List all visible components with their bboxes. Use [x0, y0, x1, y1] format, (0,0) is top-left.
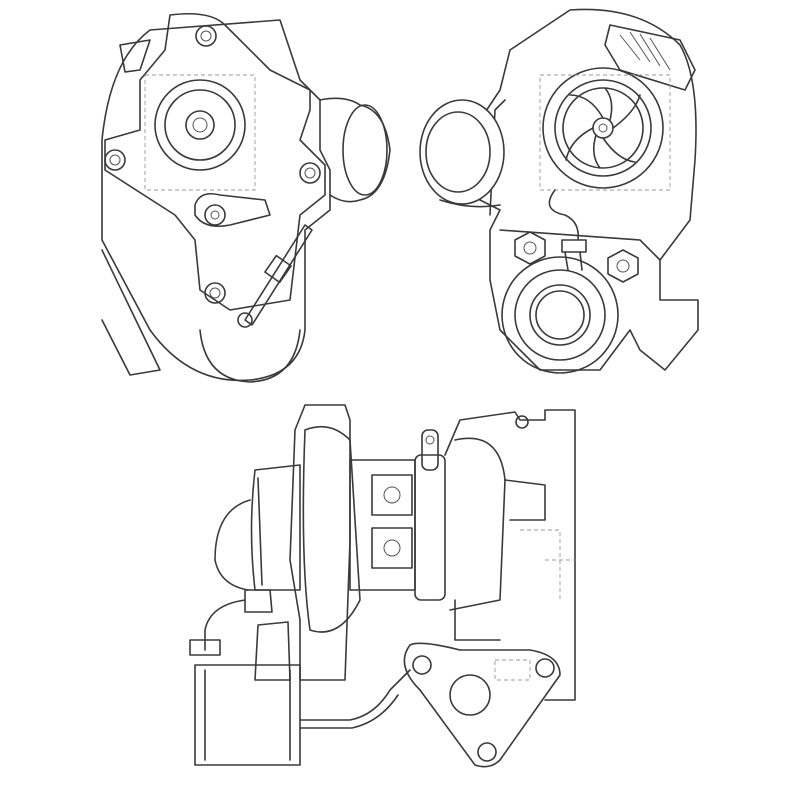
- turbine-side-view: [101, 12, 391, 383]
- compressor-wheel-blades: [565, 87, 641, 169]
- side-elevation-view: [189, 404, 576, 768]
- compressor-side-view: [419, 8, 699, 374]
